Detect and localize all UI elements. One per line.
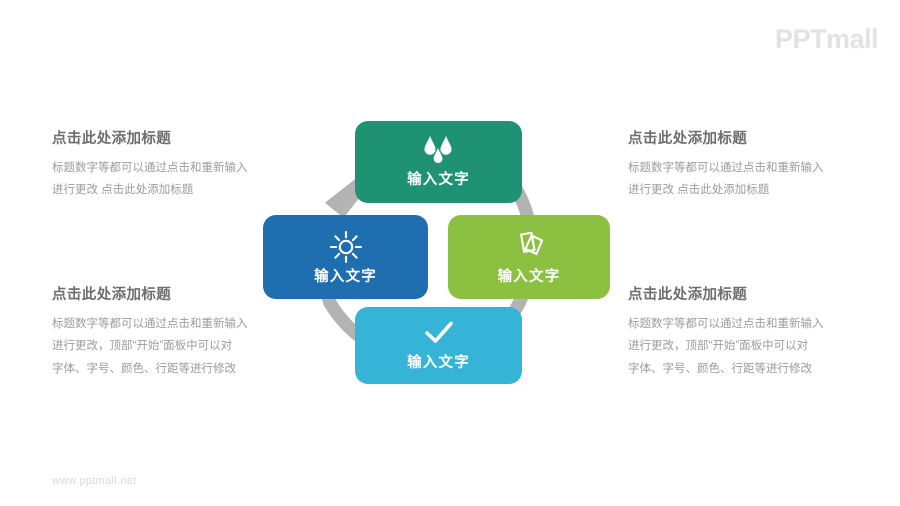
site-url: www.pptmall.net bbox=[52, 475, 137, 487]
text-block-bottom-left-title: 点击此处添加标题 bbox=[52, 287, 172, 303]
text-block-bottom-left: 点击此处添加标题 标题数字等都可以通过点击和重新输入 进行更改，顶部“开始”面板… bbox=[52, 283, 302, 380]
text-line: 进行更改，顶部“开始”面板中可以对 bbox=[628, 340, 809, 353]
text-line: 进行更改 点击此处添加标题 bbox=[628, 184, 770, 197]
text-block-top-right-title: 点击此处添加标题 bbox=[628, 131, 748, 147]
sun-icon bbox=[326, 229, 366, 265]
node-bottom[interactable]: 输入文字 bbox=[355, 307, 522, 384]
text-line: 标题数字等都可以通过点击和重新输入 bbox=[52, 318, 248, 330]
pptmall-logo: PPTmall bbox=[774, 24, 879, 54]
documents-icon bbox=[511, 229, 547, 263]
text-block-top-left-title: 点击此处添加标题 bbox=[52, 131, 172, 147]
node-bottom-label: 输入文字 bbox=[407, 354, 470, 371]
text-block-bottom-left-body: 标题数字等都可以通过点击和重新输入 进行更改，顶部“开始”面板中可以对 字体、字… bbox=[52, 313, 302, 380]
text-block-bottom-right-body: 标题数字等都可以通过点击和重新输入 进行更改，顶部“开始”面板中可以对 字体、字… bbox=[628, 313, 878, 380]
text-line: 字体、字号、颜色、行距等进行修改 bbox=[628, 362, 812, 375]
text-block-bottom-right: 点击此处添加标题 标题数字等都可以通过点击和重新输入 进行更改，顶部“开始”面板… bbox=[628, 283, 878, 380]
node-top[interactable]: 输入文字 bbox=[355, 121, 522, 203]
text-line: 标题数字等都可以通过点击和重新输入 bbox=[52, 162, 248, 174]
text-line: 标题数字等都可以通过点击和重新输入 bbox=[628, 162, 824, 174]
node-right[interactable]: 输入文字 bbox=[448, 215, 610, 299]
text-line: 进行更改 点击此处添加标题 bbox=[52, 184, 194, 197]
water-drops-icon bbox=[419, 135, 459, 165]
node-top-label: 输入文字 bbox=[407, 172, 470, 188]
text-block-top-left: 点击此处添加标题 标题数字等都可以通过点击和重新输入 进行更改 点击此处添加标题 bbox=[52, 127, 302, 202]
node-left-label: 输入文字 bbox=[314, 268, 377, 285]
text-line: 进行更改，顶部“开始”面板中可以对 bbox=[52, 340, 233, 353]
text-block-top-right: 点击此处添加标题 标题数字等都可以通过点击和重新输入 进行更改 点击此处添加标题 bbox=[628, 127, 878, 202]
node-left[interactable]: 输入文字 bbox=[263, 215, 428, 299]
check-icon bbox=[422, 320, 456, 346]
text-block-top-left-body: 标题数字等都可以通过点击和重新输入 进行更改 点击此处添加标题 bbox=[52, 157, 302, 202]
text-line: 字体、字号、颜色、行距等进行修改 bbox=[52, 362, 236, 375]
node-right-label: 输入文字 bbox=[497, 268, 561, 285]
text-block-bottom-right-title: 点击此处添加标题 bbox=[628, 287, 748, 303]
text-line: 标题数字等都可以通过点击和重新输入 bbox=[628, 318, 824, 330]
text-block-top-right-body: 标题数字等都可以通过点击和重新输入 进行更改 点击此处添加标题 bbox=[628, 157, 878, 202]
